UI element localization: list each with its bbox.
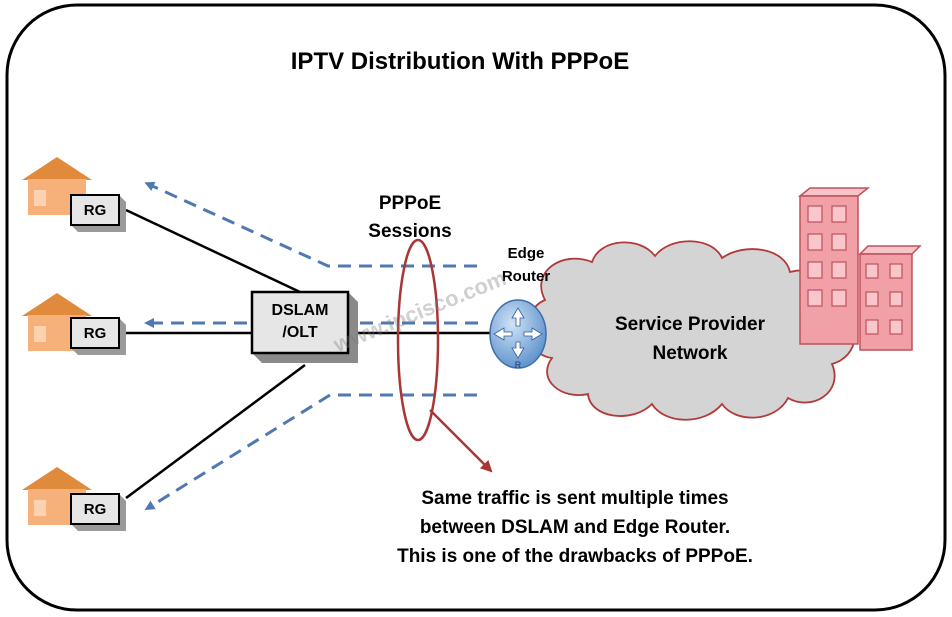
service-provider-cloud [526,240,856,421]
service-provider-label: Service Provider Network [580,310,800,368]
edge-router-line-1: Edge [507,245,545,262]
edge-router-label: Edge Router [488,242,564,288]
drawback-note: Same traffic is sent multiple times betw… [340,484,810,571]
dslam-label: DSLAM /OLT [258,300,342,344]
note-line-1: Same traffic is sent multiple times [421,488,729,509]
rg-box-3 [70,493,126,531]
pppoe-sessions-line-2: Sessions [368,221,452,242]
note-line-2: between DSLAM and Edge Router. [419,517,731,538]
note-line-3: This is one of the drawbacks of PPPoE. [397,546,753,567]
dashed-arrow-top [144,181,477,268]
pppoe-session-ellipse [396,238,440,442]
rg-box-2 [70,317,126,355]
dslam-line-2: /OLT [282,324,318,341]
pppoe-sessions-line-1: PPPoE [378,193,442,214]
edge-router-line-2: Router [501,268,551,285]
outer-frame [5,3,947,612]
traffic-arrows [144,181,478,511]
router-icon: R [489,299,547,370]
dashed-arrow-bottom [144,393,477,511]
pppoe-sessions-label: PPPoE Sessions [345,190,475,246]
service-provider-line-2: Network [652,343,728,364]
office-buildings-icon [797,187,922,351]
service-provider-line-1: Service Provider [615,314,765,335]
router-letter: R [515,360,522,370]
rg-label-1: RG [83,202,107,219]
rg-label-3: RG [83,501,107,518]
rg-box-1 [70,194,126,232]
rg-label-2: RG [83,325,107,342]
link-rg1-dslam [125,208,301,294]
callout-arrow [429,409,493,473]
dslam-line-1: DSLAM [271,302,329,319]
connection-lines [125,208,495,500]
page-title: IPTV Distribution With PPPoE [290,48,630,75]
link-rg3-dslam [125,363,306,500]
dslam-box [250,290,358,363]
